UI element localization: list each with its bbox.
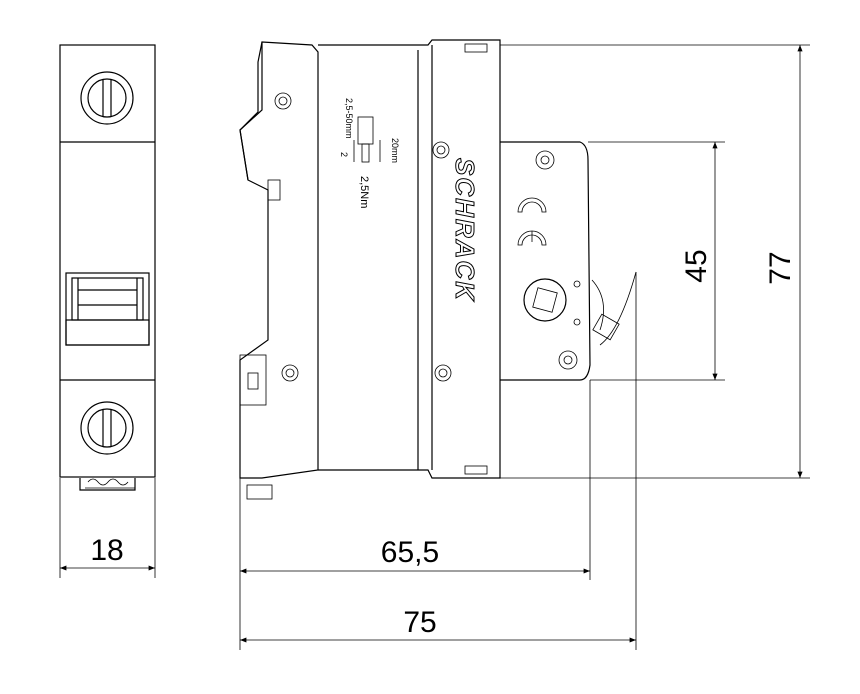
dimension-depth-total: 75 xyxy=(403,606,436,639)
dimension-depth-front: 65,5 xyxy=(381,536,439,569)
svg-text:2,5Nm: 2,5Nm xyxy=(358,176,370,208)
side-view: 2,5-50mm 2 20mm 2,5Nm SCHRACK xyxy=(239,39,637,500)
dimension-lines: 18 65,5 75 45 77 xyxy=(59,44,810,650)
din-clip xyxy=(79,478,136,491)
dimension-width: 18 xyxy=(90,534,123,567)
ce-mark-icon xyxy=(517,197,547,246)
svg-text:2: 2 xyxy=(339,152,349,157)
bottom-terminal-screw-icon xyxy=(80,401,134,455)
terminal-label: 2,5-50mm 2 20mm 2,5Nm xyxy=(339,98,400,208)
top-terminal-screw-icon xyxy=(80,71,134,125)
dimension-front-height: 45 xyxy=(680,249,713,282)
front-face: SCHRACK xyxy=(450,141,637,381)
front-view xyxy=(59,44,156,491)
brand-logo: SCHRACK xyxy=(450,158,480,302)
dimension-total-height: 77 xyxy=(764,251,797,284)
toggle-lever xyxy=(65,272,150,346)
svg-text:20mm: 20mm xyxy=(390,138,400,163)
svg-text:2,5-50mm: 2,5-50mm xyxy=(344,98,354,139)
test-button-icon xyxy=(523,278,581,326)
